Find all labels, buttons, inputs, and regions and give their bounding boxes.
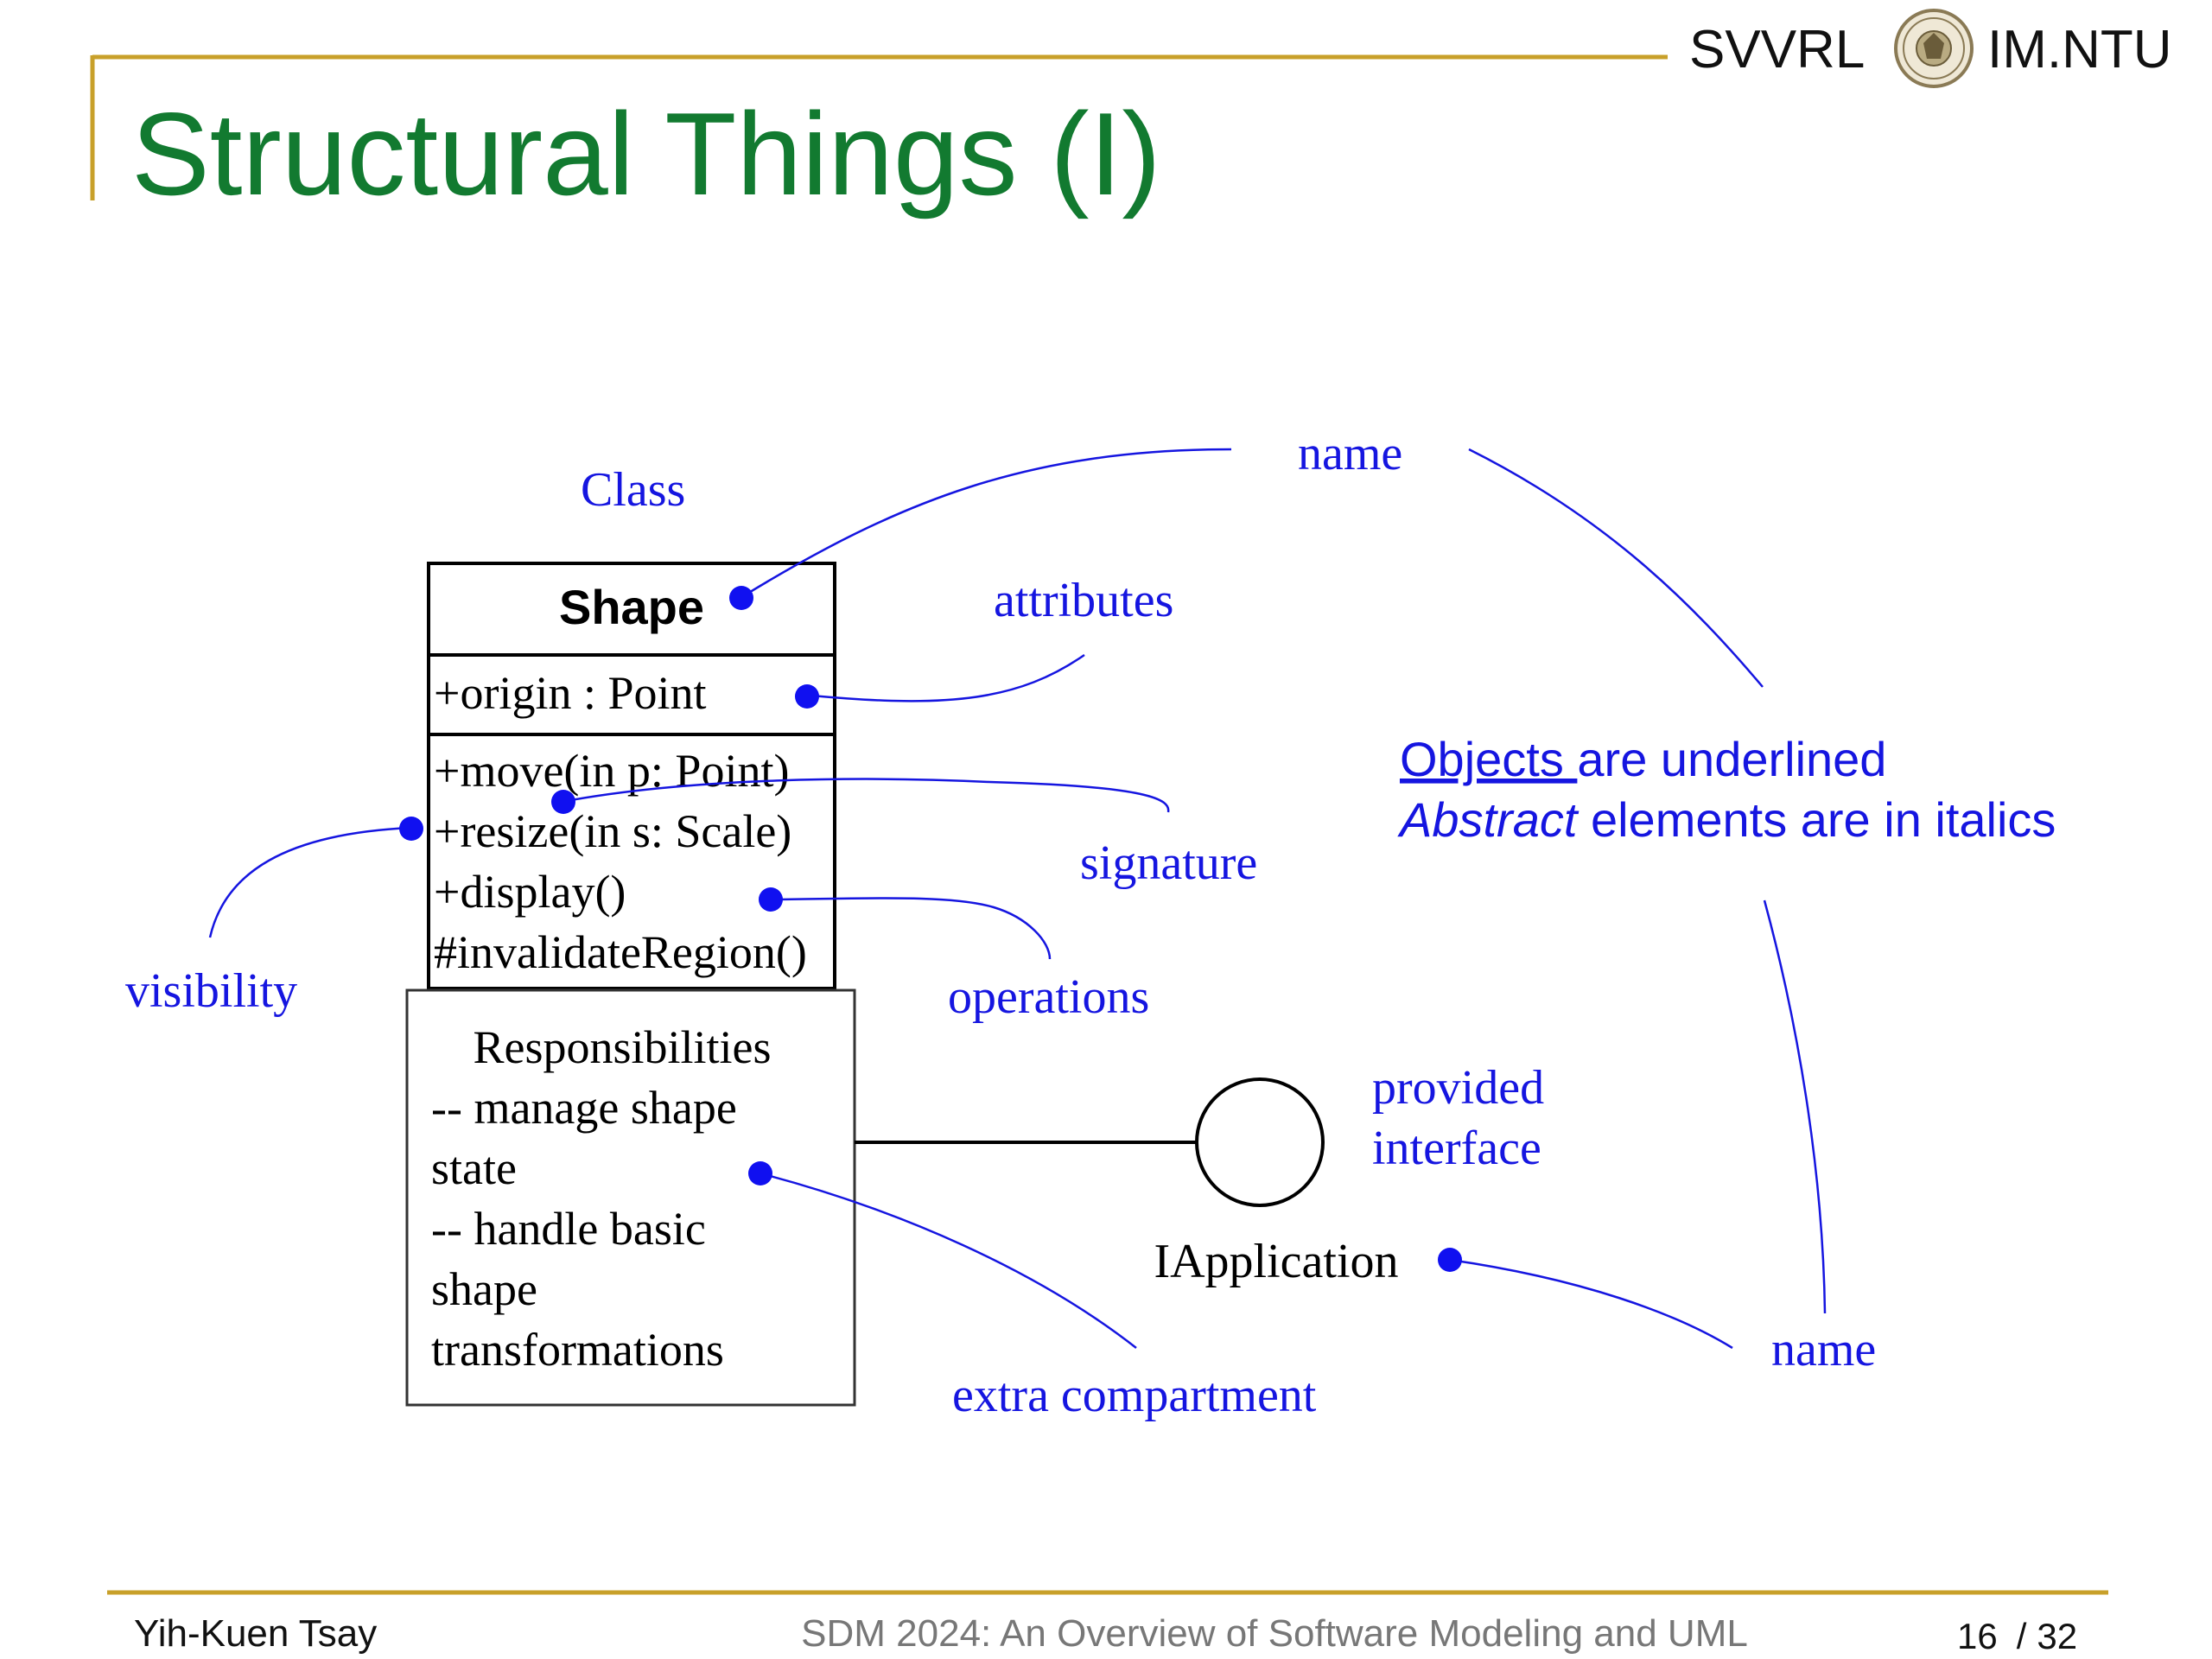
compartment-line: -- manage shape (431, 1082, 737, 1134)
label-visibility: visibility (125, 964, 297, 1018)
extra-compartment-box: Responsibilities -- manage shape state -… (405, 988, 856, 1407)
page-total: 32 (2037, 1616, 2077, 1656)
header-rule (90, 54, 1668, 200)
page-title: Structural Things (I) (131, 88, 1161, 219)
annotation-leaders (208, 448, 1827, 1350)
leader-operations (770, 897, 1052, 960)
footer-author: Yih-Kuen Tsay (134, 1612, 377, 1655)
note-abstract-word: Abstract (1397, 792, 1580, 847)
label-operations: operations (948, 970, 1149, 1024)
compartment-heading: Responsibilities (473, 1021, 771, 1073)
dot-interface-name (1438, 1248, 1462, 1272)
header-left-label: SVVRL (1689, 20, 1865, 79)
class-attribute: +origin : Point (434, 667, 706, 719)
label-provided-interface: provided (1372, 1061, 1544, 1115)
footer-course: SDM 2024: An Overview of Software Modeli… (801, 1612, 1748, 1655)
compartment-line: -- handle basic (431, 1203, 706, 1255)
class-name: Shape (559, 580, 704, 634)
dot-attribute (795, 684, 819, 709)
page-separator: / (2017, 1616, 2027, 1656)
ntu-seal-logo (1894, 9, 1974, 88)
page-current: 16 (1957, 1616, 1998, 1656)
dot-compartment (748, 1161, 772, 1185)
class-operation: +display() (434, 866, 626, 918)
dot-operation (759, 887, 783, 912)
label-extra-compartment: extra compartment (952, 1369, 1317, 1422)
leader-attributes (811, 653, 1085, 702)
leader-extra-compartment (760, 1172, 1137, 1349)
note-line-abstract: Abstract elements are in italics (1397, 792, 2056, 847)
leader-visibility (208, 826, 411, 938)
uml-class-box: Shape +origin : Point +move(in p: Point)… (427, 562, 836, 990)
compartment-line: transformations (431, 1324, 724, 1376)
annotation-dots (399, 586, 1462, 1272)
label-provided-interface: interface (1372, 1122, 1541, 1175)
note-objects-word: Objects (1400, 732, 1577, 786)
dot-class-name (729, 586, 753, 610)
leader-name-to-note (1468, 448, 1764, 688)
leader-signature (561, 778, 1170, 813)
label-class: Class (581, 463, 685, 517)
leader-name-bottom (1449, 1258, 1733, 1350)
note-line-objects: Objects are underlined (1400, 732, 1886, 786)
dot-visibility (399, 817, 423, 841)
class-operation: #invalidateRegion() (434, 926, 807, 978)
provided-interface: IApplication (855, 1077, 1399, 1288)
label-name-bottom: name (1771, 1323, 1876, 1376)
label-attributes: attributes (994, 574, 1173, 627)
class-operation: +resize(in s: Scale) (434, 805, 791, 857)
note-objects-rest: are underlined (1577, 732, 1886, 786)
leader-note-to-name (1763, 899, 1827, 1314)
label-signature: signature (1080, 836, 1257, 890)
notation-note: Objects are underlined Abstract elements… (1397, 732, 2056, 847)
note-abstract-rest: elements are in italics (1577, 792, 2056, 847)
annotation-labels: Class name attributes signature visibili… (125, 427, 1876, 1422)
interface-name: IApplication (1154, 1235, 1398, 1288)
compartment-line: shape (431, 1263, 537, 1315)
dot-signature (551, 790, 575, 814)
header-right-label: IM.NTU (1987, 20, 2172, 79)
leader-class-name (742, 448, 1232, 598)
compartment-line: state (431, 1142, 517, 1194)
interface-circle (1195, 1077, 1325, 1207)
footer-page-number: 16 /32 (1957, 1616, 2077, 1656)
class-operation: +move(in p: Point) (434, 745, 789, 797)
label-name-top: name (1298, 427, 1402, 480)
